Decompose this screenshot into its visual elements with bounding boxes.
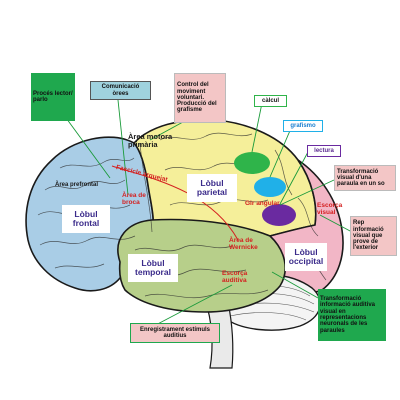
- parietal-lobe-label: Lòbul parietal: [187, 174, 237, 202]
- escorca-visual-label: Escorça visual: [317, 202, 343, 217]
- escorca-visual-text: Escorça visual: [317, 202, 343, 216]
- calcul-text: càlcul: [261, 97, 279, 104]
- rep-informacio-text: Rep informació visual que prove de l'ext…: [353, 220, 384, 252]
- frontal-lobe-text: Lòbul frontal: [72, 208, 100, 228]
- broca-label: Àrea de broca: [122, 192, 146, 207]
- enregistrament-box: Enregistrament estímuls auditius: [130, 323, 220, 343]
- parietal-lobe-text: Lòbul parietal: [196, 177, 228, 197]
- proces-lectura-text: Procés lector/ parlo: [33, 90, 73, 103]
- occipital-lobe-text: Lòbul occipital: [288, 246, 324, 266]
- area-prefrontal-text: Àrea prefrontal: [55, 182, 99, 188]
- lectura-text: lectura: [314, 147, 334, 154]
- gir-angular-label: Gir angular: [245, 200, 280, 207]
- grafismo-text: grafismo: [290, 122, 316, 129]
- transformacio-visual-box: Transformació visual d'una paraula en un…: [334, 165, 396, 191]
- calcul-marker: [234, 152, 270, 174]
- transformacio-visual-text: Transformació visual d'una paraula en un…: [337, 168, 385, 188]
- wernicke-text: Àrea de Wernicke: [229, 237, 258, 251]
- temporal-lobe-shape: [117, 218, 286, 313]
- escorca-auditiva-text: Escorça auditiva: [222, 270, 248, 284]
- grafismo-box: grafismo: [283, 120, 323, 132]
- temporal-lobe-text: Lòbul temporal: [135, 257, 171, 277]
- comunicacio-box: Comunicació òrees: [90, 81, 151, 100]
- transformacio-auditiva-text: Transformació informació auditiva visual…: [320, 296, 376, 334]
- temporal-lobe-label: Lòbul temporal: [128, 254, 178, 282]
- proces-lectura-box: Procés lector/ parlo: [31, 73, 75, 121]
- control-moviment-box: Control del moviment voluntari. Producci…: [174, 73, 226, 123]
- comunicacio-text: Comunicació òrees: [101, 84, 140, 97]
- area-motora-text: Àrea motora primària: [128, 132, 173, 149]
- wernicke-label: Àrea de Wernicke: [229, 237, 259, 252]
- frontal-lobe-label: Lòbul frontal: [62, 205, 110, 233]
- transformacio-auditiva-box: Transformació informació auditiva visual…: [318, 289, 386, 341]
- area-motora-label: Àrea motora primària: [128, 133, 178, 149]
- grafismo-marker: [254, 177, 286, 197]
- lectura-box: lectura: [307, 145, 341, 157]
- escorca-auditiva-label: Escorça auditiva: [222, 270, 250, 285]
- gir-angular-text: Gir angular: [245, 200, 280, 207]
- broca-text: Àrea de broca: [122, 192, 146, 206]
- enregistrament-text: Enregistrament estímuls auditius: [139, 326, 211, 339]
- rep-informacio-box: Rep informació visual que prove de l'ext…: [350, 216, 397, 256]
- area-prefrontal-label: Àrea prefrontal: [55, 182, 98, 188]
- fascicle-arrow: [111, 165, 239, 241]
- control-moviment-text: Control del moviment voluntari. Producci…: [177, 82, 217, 114]
- occipital-lobe-label: Lòbul occipital: [285, 243, 327, 271]
- lectura-marker: [262, 204, 296, 226]
- calcul-box: càlcul: [254, 95, 287, 107]
